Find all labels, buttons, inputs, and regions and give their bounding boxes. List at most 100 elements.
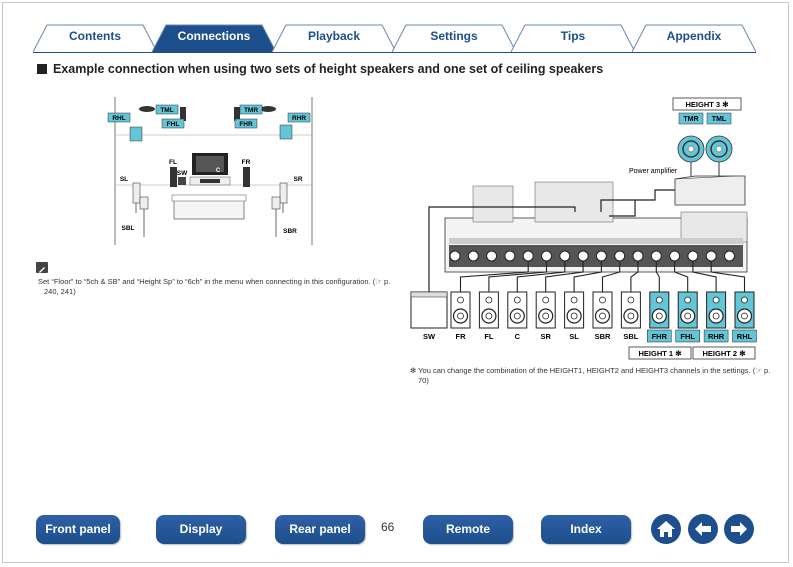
- tab-tips[interactable]: Tips: [511, 24, 635, 52]
- power-amplifier-label: Power amplifier: [629, 168, 678, 175]
- speaker-label: RHR: [708, 332, 725, 341]
- tab-label: Connections: [177, 29, 251, 43]
- tmr-ceiling-speaker: [260, 106, 276, 112]
- speaker-terminal: [650, 250, 662, 262]
- speaker-label: SL: [569, 332, 579, 341]
- speaker-fr: FR: [450, 291, 471, 341]
- speaker-terminal: [632, 250, 644, 262]
- sbr-speaker: [271, 196, 281, 210]
- fhr-speaker: [234, 107, 240, 121]
- speaker-wire: [710, 261, 746, 292]
- top-label-rhl: RHL: [107, 112, 131, 123]
- speaker-label: SR: [540, 332, 551, 341]
- speaker-fhl: FHL: [675, 291, 700, 343]
- sr-speaker: [279, 182, 288, 204]
- rhl-speaker: [129, 126, 143, 142]
- speaker-fhr: FHR: [647, 291, 672, 343]
- index-button[interactable]: Index: [541, 515, 631, 544]
- label-tml: TML: [160, 107, 173, 114]
- speaker-fl: FL: [478, 291, 499, 341]
- speaker-wire: [692, 261, 717, 292]
- speaker-terminal: [614, 250, 626, 262]
- section-heading: Example connection when using two sets o…: [37, 62, 603, 76]
- speaker-sl: SL: [564, 291, 585, 341]
- front-panel-button[interactable]: Front panel: [36, 515, 120, 544]
- tab-appendix[interactable]: Appendix: [632, 24, 756, 52]
- center-speaker: [200, 179, 220, 183]
- speaker-terminal: [504, 250, 516, 262]
- speaker-terminal: [522, 250, 534, 262]
- speaker-label: FR: [456, 332, 467, 341]
- speaker-terminal: [687, 250, 699, 262]
- label-sr: SR: [293, 176, 302, 183]
- tab-contents[interactable]: Contents: [33, 24, 157, 52]
- tmr-label-box: TMR: [678, 112, 704, 125]
- tab-playback[interactable]: Playback: [272, 24, 396, 52]
- speaker-wire: [488, 261, 548, 292]
- speaker-wire: [459, 261, 529, 292]
- connection-diagram: HEIGHT 3 ✻ TMR TML Power amplifier SW FR F…: [410, 97, 757, 360]
- speaker-sbl: SBL: [620, 291, 641, 341]
- label-rhl: RHL: [112, 115, 125, 122]
- speaker-label: RHL: [737, 332, 753, 341]
- tab-settings[interactable]: Settings: [392, 24, 516, 52]
- height1-label: HEIGHT 1 ✻: [639, 349, 683, 358]
- speaker-wire: [573, 261, 602, 292]
- label-fhr: FHR: [239, 121, 253, 128]
- back-button[interactable]: [688, 514, 718, 544]
- height3-tml-label: TML: [712, 116, 727, 123]
- speaker-wire: [545, 261, 584, 292]
- speaker-c: C: [507, 291, 528, 341]
- speaker-terminal: [559, 250, 571, 262]
- av-receiver-rear-panel: [444, 181, 748, 273]
- height3-tmr-label: TMR: [683, 116, 698, 123]
- height3-label: HEIGHT 3 ✻: [686, 100, 730, 109]
- fr-speaker: [243, 167, 250, 187]
- heading-bullet: [37, 64, 47, 74]
- arrow-right-icon: [731, 522, 747, 536]
- tab-label: Tips: [560, 29, 586, 43]
- power-amplifier: [674, 175, 746, 206]
- footnote: ✻ You can change the combination of the …: [410, 366, 771, 385]
- ceiling-speaker-tmr: [677, 135, 705, 163]
- speaker-terminals: [449, 250, 735, 262]
- speaker-label: C: [515, 332, 521, 341]
- height3-label-box: HEIGHT 3 ✻: [672, 97, 742, 111]
- top-label-fhl: FHL: [161, 118, 185, 129]
- home-button[interactable]: [651, 514, 681, 544]
- remote-button[interactable]: Remote: [423, 515, 513, 544]
- speaker-wire: [601, 261, 621, 292]
- tab-underline: [33, 51, 756, 53]
- label-tmr: TMR: [244, 107, 258, 114]
- top-label-fhr: FHR: [234, 118, 258, 129]
- speaker-label: SBR: [595, 332, 611, 341]
- speaker-terminal: [724, 250, 735, 262]
- speaker-label: FHL: [680, 332, 695, 341]
- label-sbl: SBL: [122, 225, 135, 232]
- height2-label-box: HEIGHT 2 ✻: [692, 346, 756, 360]
- speaker-label: FL: [484, 332, 494, 341]
- display-button[interactable]: Display: [156, 515, 246, 544]
- forward-button[interactable]: [724, 514, 754, 544]
- height1-label-box: HEIGHT 1 ✻: [628, 346, 692, 360]
- label-sw: SW: [177, 170, 188, 177]
- speaker-terminal: [449, 250, 461, 262]
- fl-speaker: [170, 167, 177, 187]
- speaker-label: SBL: [623, 332, 638, 341]
- rear-panel-button[interactable]: Rear panel: [275, 515, 365, 544]
- tab-connections[interactable]: Connections: [152, 24, 276, 52]
- speaker-terminal: [467, 250, 479, 262]
- page-number: 66: [381, 520, 395, 534]
- label-rhr: RHR: [292, 115, 306, 122]
- top-label-tmr: TMR: [239, 104, 263, 115]
- sl-speaker: [132, 182, 141, 204]
- label-sl: SL: [120, 176, 128, 183]
- speaker-sbr: SBR: [592, 291, 613, 341]
- tab-label: Appendix: [666, 29, 722, 43]
- speaker-terminal: [669, 250, 681, 262]
- speaker-label: SW: [423, 332, 436, 341]
- label-fl: FL: [169, 159, 177, 166]
- speaker-terminal: [486, 250, 498, 262]
- label-sbr: SBR: [283, 228, 297, 235]
- room-diagram: RHL TML FHL TMR FHR RHR FL FR SW SL SR S…: [107, 97, 313, 245]
